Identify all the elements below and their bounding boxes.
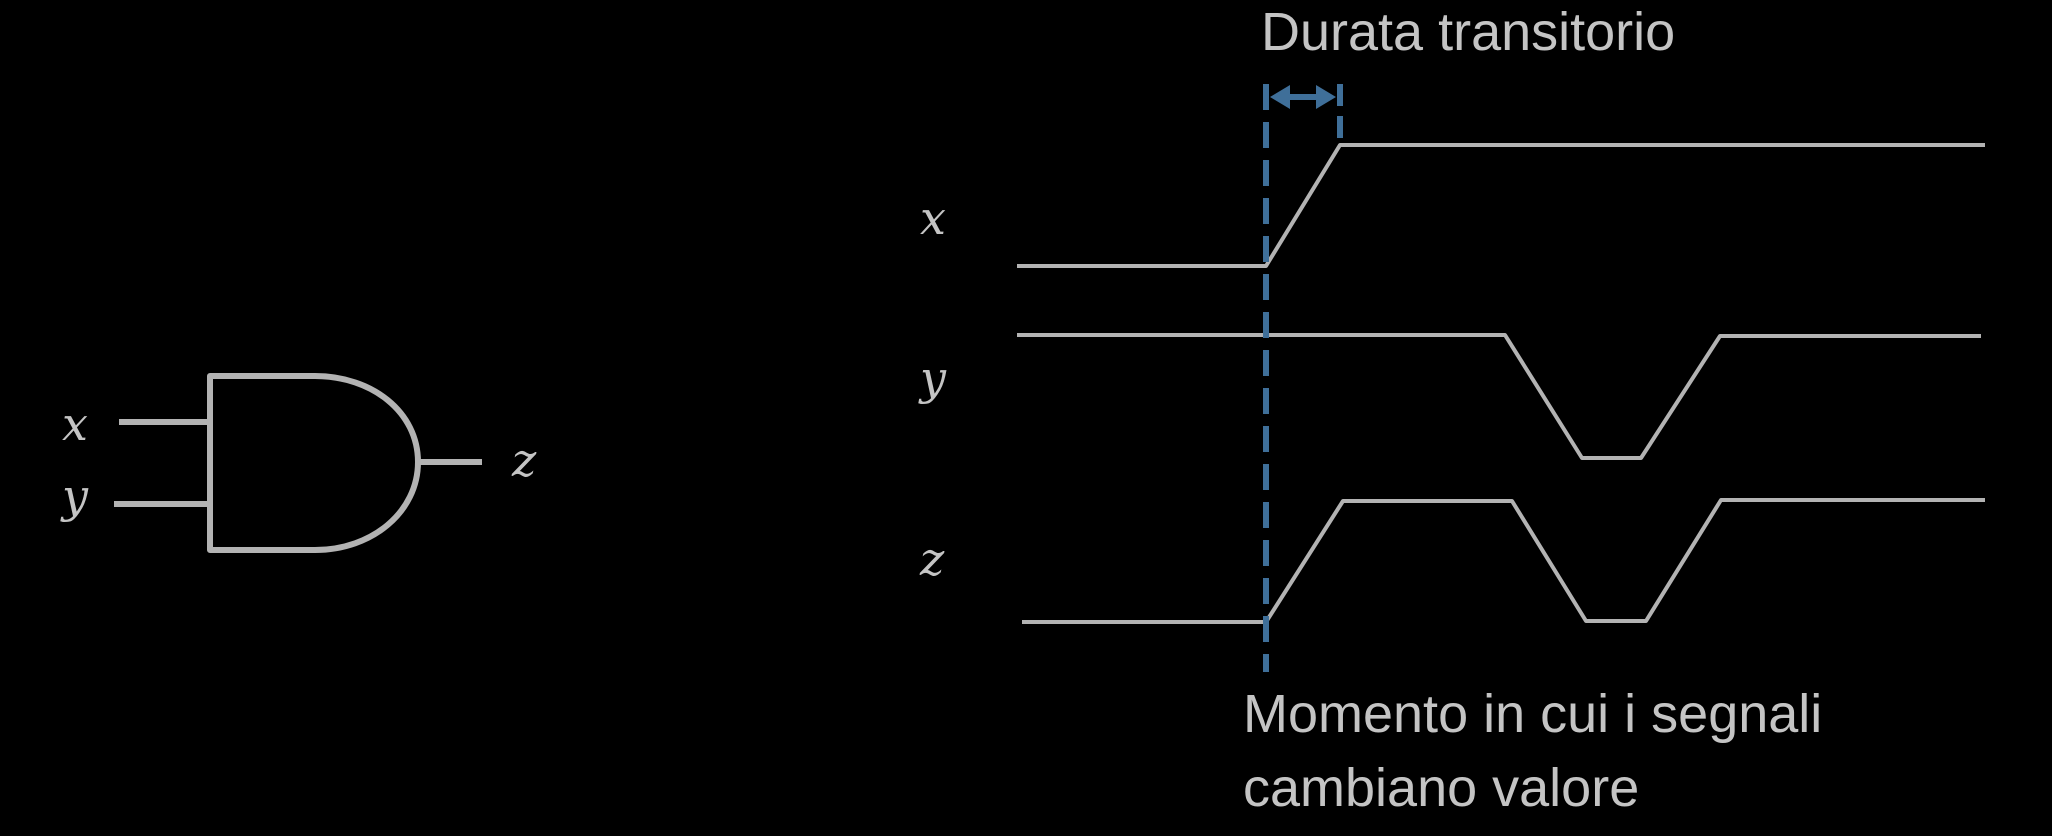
signal-y-waveform <box>1017 333 1981 460</box>
change-moment-caption-line2: cambiano valore <box>1243 758 1639 818</box>
and-gate-body <box>207 373 421 553</box>
signal-x-label: x <box>920 191 946 245</box>
signal-z-label: z <box>919 532 945 586</box>
gate-input-x-label: x <box>62 397 88 451</box>
change-moment-marker <box>1263 84 1343 672</box>
arrow-head-left-icon <box>1270 85 1290 109</box>
transition-duration-arrow <box>1270 85 1336 109</box>
transition-duration-caption: Durata transitorio <box>1261 2 1675 62</box>
signal-z-waveform <box>1022 498 1985 624</box>
arrow-head-right-icon <box>1316 85 1336 109</box>
arrow-shaft <box>1284 94 1322 100</box>
signal-y-label: y <box>918 351 947 405</box>
gate-output-z-label: z <box>511 433 537 487</box>
change-moment-caption-line1: Momento in cui i segnali <box>1243 684 1822 744</box>
signal-x-waveform <box>1017 143 1985 268</box>
timing-waveforms <box>1017 143 1985 624</box>
gate-input-y-label: y <box>60 469 89 523</box>
and-gate <box>114 373 482 553</box>
